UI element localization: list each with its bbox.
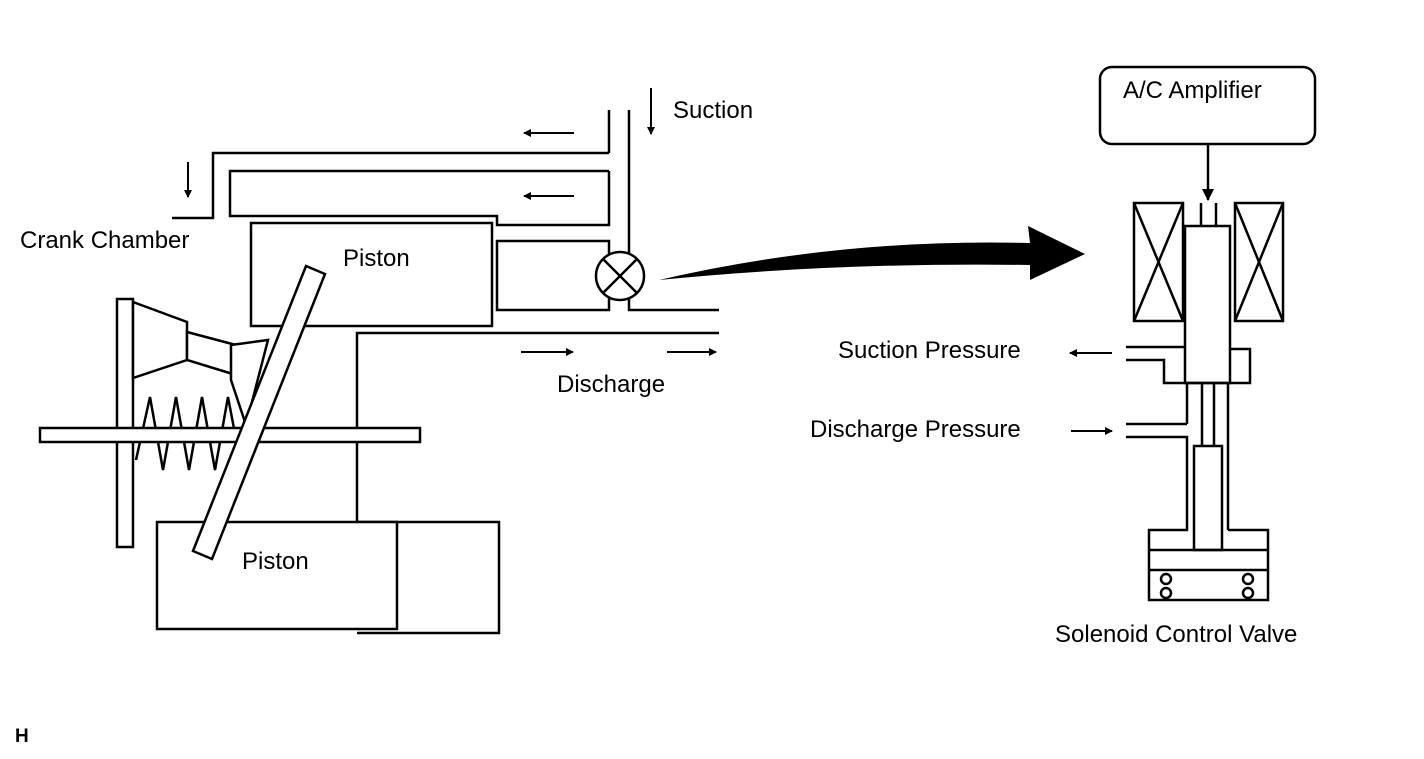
crank-chamber-label: Crank Chamber — [20, 227, 189, 254]
swash-plate — [191, 264, 327, 561]
lug-plate — [131, 300, 189, 380]
valve-cross-line-2 — [602, 258, 638, 294]
coil-left — [1132, 201, 1185, 323]
drive-plate — [115, 297, 135, 549]
return-spring — [134, 396, 242, 471]
piston-lower-label: Piston — [242, 548, 309, 575]
pressure-arrows — [1069, 349, 1113, 435]
solenoid-control-valve — [1098, 65, 1317, 602]
coil-right-cross-2 — [1233, 202, 1285, 322]
figure-ref-label: H — [15, 726, 29, 747]
discharge-port-lower-wall — [1126, 435, 1270, 602]
base-bolt-icon — [1159, 586, 1173, 600]
discharge-line-lower — [355, 331, 719, 635]
discharge-line-upper — [627, 287, 719, 312]
flow-arrows — [184, 88, 717, 356]
discharge-pressure-label: Discharge Pressure — [810, 416, 1021, 443]
solenoid-control-valve-label: Solenoid Control Valve — [1055, 621, 1297, 648]
piston-lower — [155, 520, 399, 631]
crank-passage-inner — [228, 169, 611, 227]
base-bolt-icon — [1159, 572, 1173, 586]
base-bolt-icon — [1241, 572, 1255, 586]
suction-pressure-label: Suction Pressure — [838, 337, 1021, 364]
piston-upper-label: Piston — [343, 245, 410, 272]
drive-shaft — [38, 426, 422, 444]
hinge-arm — [185, 330, 238, 377]
discharge-label: Discharge — [557, 371, 665, 398]
suction-label: Suction — [673, 97, 753, 124]
crank-passage-outer — [172, 151, 609, 220]
suction-port-housing — [1126, 347, 1252, 385]
plunger — [1183, 224, 1232, 385]
coil-left-cross-2 — [1132, 202, 1185, 322]
cylinder-head-chamber — [495, 239, 611, 312]
compressor — [38, 110, 719, 635]
base-bolt-icon — [1241, 586, 1255, 600]
coil-right — [1233, 201, 1285, 323]
detail-callout-arrow — [659, 226, 1085, 280]
ac-amplifier-label: A/C Amplifier — [1123, 77, 1262, 104]
valve-rod — [1192, 444, 1224, 552]
